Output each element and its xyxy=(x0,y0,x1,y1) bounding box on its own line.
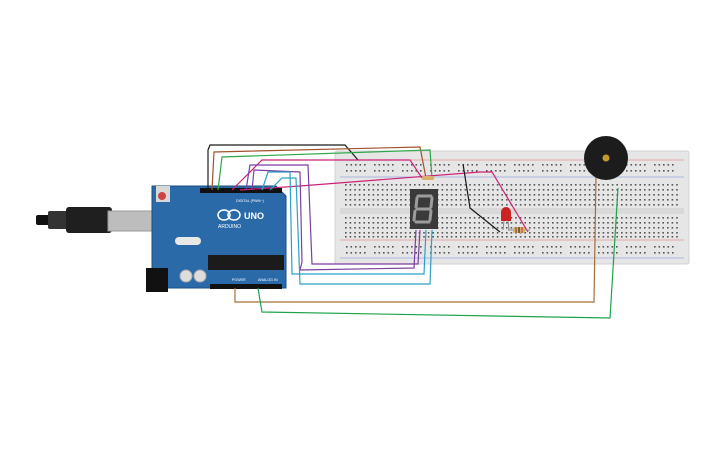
analog-in-label: ANALOG IN xyxy=(258,278,278,282)
usb-cable[interactable] xyxy=(36,207,155,233)
digital-pwm-label: DIGITAL (PWM~) xyxy=(236,199,264,203)
breadboard[interactable] xyxy=(334,150,690,265)
wire-magenta-2 xyxy=(239,171,529,233)
wire-cyan-2 xyxy=(269,177,433,285)
uno-model-text: UNO xyxy=(244,211,264,221)
wire-green xyxy=(217,149,433,191)
resistor-led[interactable] xyxy=(508,227,530,233)
digit-segments xyxy=(412,194,434,224)
wire-brown-buzzer xyxy=(234,175,597,303)
wire-black xyxy=(207,144,359,190)
power-analog-header xyxy=(210,284,282,289)
piezo-buzzer[interactable] xyxy=(584,136,628,180)
power-label: POWER xyxy=(232,278,246,282)
wire-black-led xyxy=(462,163,501,233)
wire-brown xyxy=(211,146,427,191)
red-led[interactable] xyxy=(501,207,511,231)
microcontroller-chip xyxy=(208,255,284,270)
reset-button[interactable] xyxy=(158,192,166,200)
wire-purple-2 xyxy=(251,169,417,271)
wires[interactable] xyxy=(207,144,619,319)
arduino-logo xyxy=(217,209,241,221)
wire-green-buzzer xyxy=(257,187,619,319)
arduino-uno[interactable]: ARDUINO UNO DIGITAL (PWM~) POWER ANALOG … xyxy=(146,185,287,292)
resistor-display[interactable] xyxy=(422,176,434,180)
arduino-logo-text: ARDUINO xyxy=(218,224,241,230)
wire-cyan xyxy=(261,171,427,275)
wire-purple xyxy=(245,164,421,265)
wire-magenta xyxy=(231,159,423,191)
seven-segment-display[interactable]: 8 xyxy=(410,189,438,229)
